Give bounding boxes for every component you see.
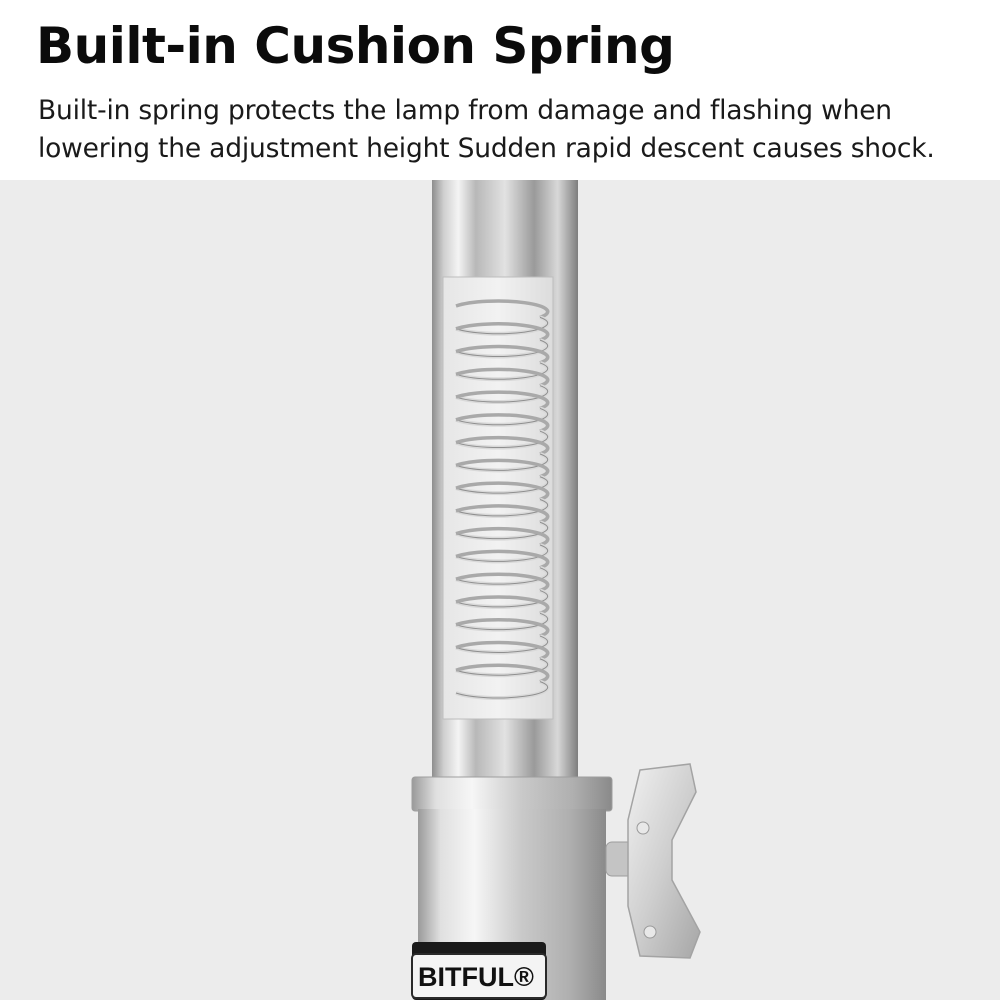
spring-coil-edge <box>455 567 549 585</box>
spring-coil-back <box>455 299 550 320</box>
spring-coil-back <box>455 413 550 433</box>
spring-coil-back <box>455 526 550 547</box>
spring-coil-edge <box>455 499 549 517</box>
spring-coil-edge <box>455 658 549 676</box>
product-photo: BITFUL® <box>0 180 1000 1000</box>
spring-coil-edge <box>455 453 549 471</box>
spring-coil-edge <box>455 612 549 631</box>
spring-coil-edge <box>455 476 549 494</box>
spring-coil-back <box>455 435 550 456</box>
spring-icon <box>455 299 550 700</box>
page-title: Built-in Cushion Spring <box>36 17 675 75</box>
spring-coil-back <box>455 640 550 661</box>
spring-coil-back <box>455 663 550 684</box>
spring-coil-edge <box>455 385 549 403</box>
spring-coil-back <box>455 367 550 388</box>
spring-coil-back <box>455 504 550 524</box>
spring-coil-edge <box>455 521 549 540</box>
brand-label: BITFUL® <box>418 962 534 992</box>
spring-coil-back <box>455 322 550 342</box>
feature-description: Built-in spring protects the lamp from d… <box>38 95 935 164</box>
header-banner: Built-in Cushion Spring Built-in spring … <box>0 0 1000 180</box>
spring-coil-back <box>455 390 550 411</box>
spring-coil-edge <box>455 635 549 653</box>
spring-coil-back <box>455 595 550 615</box>
spring-coil-edge <box>455 339 549 357</box>
spring-coil-back <box>455 458 550 479</box>
spring-coil-edge <box>455 430 549 449</box>
spring-coil-back <box>455 344 550 365</box>
spring-coil-edge <box>455 544 549 562</box>
tightening-knob-icon <box>605 763 701 959</box>
spring-coil-edge <box>455 362 549 380</box>
spring-coil-back <box>455 618 550 638</box>
spring-coil-back <box>455 481 550 502</box>
spring-coil-edge <box>455 681 549 699</box>
spring-coil-back <box>455 572 550 593</box>
spring-coil-edge <box>455 590 549 608</box>
lower-collar-rim <box>411 776 613 812</box>
spring-coil-back <box>455 549 550 570</box>
light-stand-illustration: BITFUL® <box>411 180 701 1000</box>
spring-coil-edge <box>455 407 549 426</box>
spring-coil-edge <box>455 316 549 335</box>
